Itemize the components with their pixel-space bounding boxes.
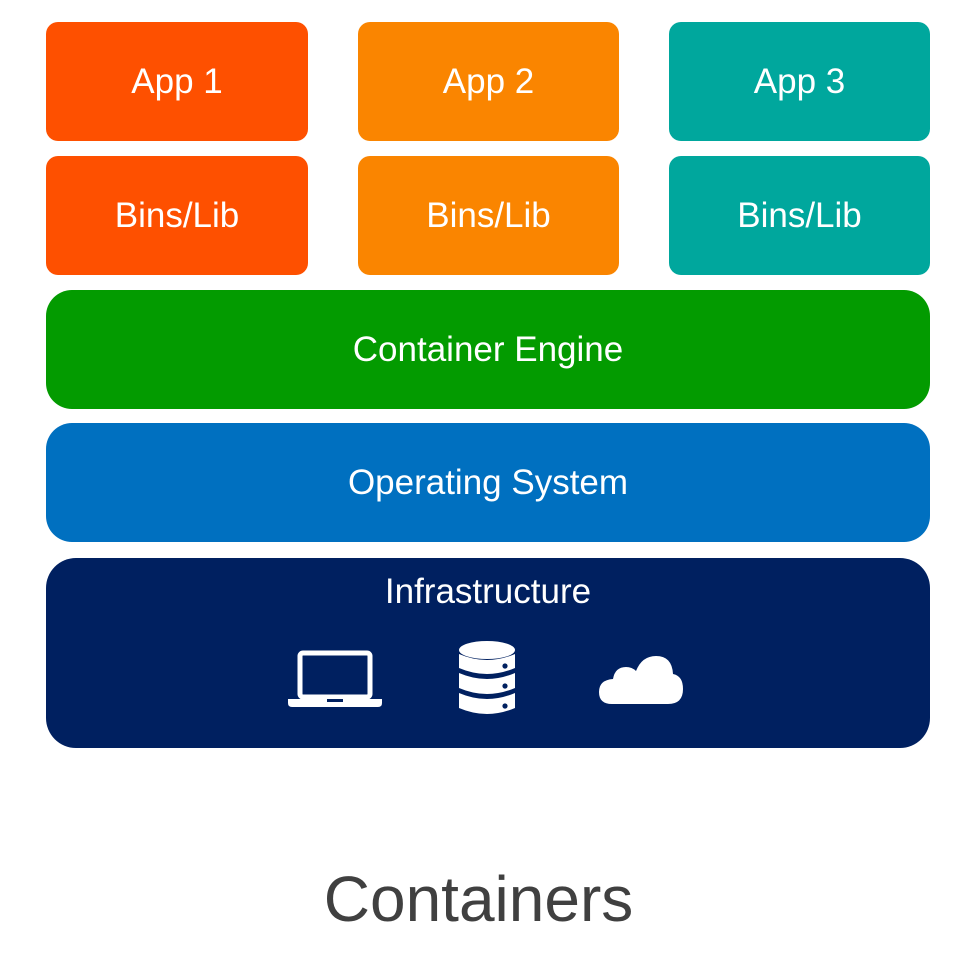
container-engine-layer: Container Engine: [46, 290, 930, 409]
container-engine-label: Container Engine: [352, 329, 624, 369]
app-2-label: App 2: [442, 61, 535, 101]
operating-system-label: Operating System: [347, 462, 629, 502]
bins-lib-3-label: Bins/Lib: [737, 195, 862, 235]
bins-lib-1-block: Bins/Lib: [46, 156, 308, 275]
bins-lib-1-label: Bins/Lib: [114, 195, 240, 235]
infrastructure-layer: Infrastructure: [46, 558, 930, 748]
app-1-block: App 1: [46, 22, 308, 141]
bins-lib-3-block: Bins/Lib: [669, 156, 930, 275]
operating-system-layer: Operating System: [46, 423, 930, 542]
app-1-label: App 1: [131, 61, 223, 101]
app-3-label: App 3: [753, 61, 846, 101]
bins-lib-2-block: Bins/Lib: [358, 156, 619, 275]
cloud-icon: [599, 656, 683, 704]
database-icon: [459, 641, 515, 714]
bins-lib-2-label: Bins/Lib: [426, 195, 551, 235]
laptop-icon: [288, 650, 382, 707]
app-2-block: App 2: [358, 22, 619, 141]
diagram-caption: Containers: [323, 863, 634, 935]
infrastructure-label: Infrastructure: [384, 572, 592, 611]
app-3-block: App 3: [669, 22, 930, 141]
